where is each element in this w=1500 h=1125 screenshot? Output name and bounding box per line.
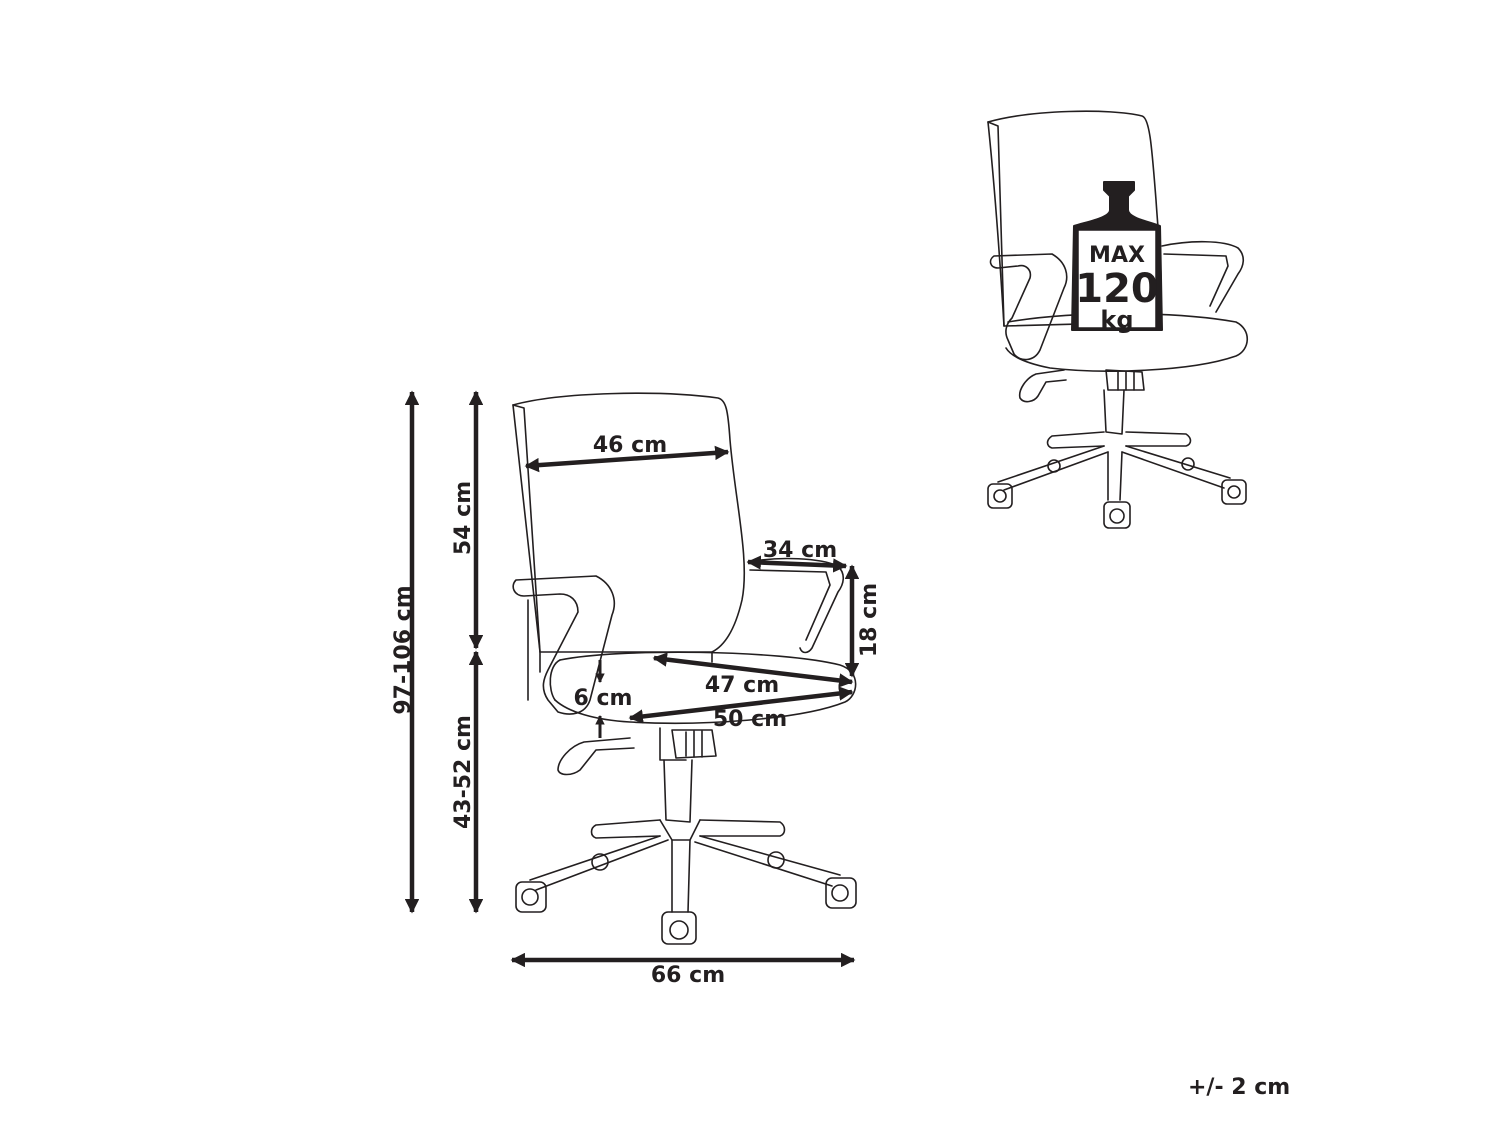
armrest-depth-label: 34 cm [763, 538, 837, 563]
seat-depth-label: 50 cm [713, 707, 787, 732]
armrest-depth-line [746, 555, 848, 573]
seat-thickness-label: 6 cm [574, 686, 633, 711]
caster-left [515, 881, 547, 913]
backrest-width-line [524, 445, 730, 473]
seat-depth-line [628, 686, 854, 724]
base-width-label: 66 cm [651, 963, 725, 988]
load-chair-drawing [987, 110, 1249, 529]
main-chair-drawing [512, 392, 857, 945]
caster-front [661, 911, 697, 945]
load-label-unit: kg [1100, 306, 1133, 334]
weight-icon [1071, 181, 1163, 331]
armrest-height-label: 18 cm [857, 583, 882, 657]
load-label-max: MAX [1089, 243, 1145, 268]
caster-back-right [767, 851, 785, 869]
caster-back-left [591, 853, 609, 871]
seat-width-line [652, 652, 854, 688]
total-height-label: 97-106 cm [391, 585, 416, 714]
seat-height-label: 43-52 cm [451, 715, 476, 829]
seat-width-label: 47 cm [705, 673, 779, 698]
caster-right [825, 877, 857, 909]
load-label-number: 120 [1075, 266, 1159, 312]
backrest-height-label: 54 cm [451, 481, 476, 555]
tolerance-note: +/- 2 cm [1188, 1075, 1291, 1100]
backrest-width-label: 46 cm [593, 433, 667, 458]
